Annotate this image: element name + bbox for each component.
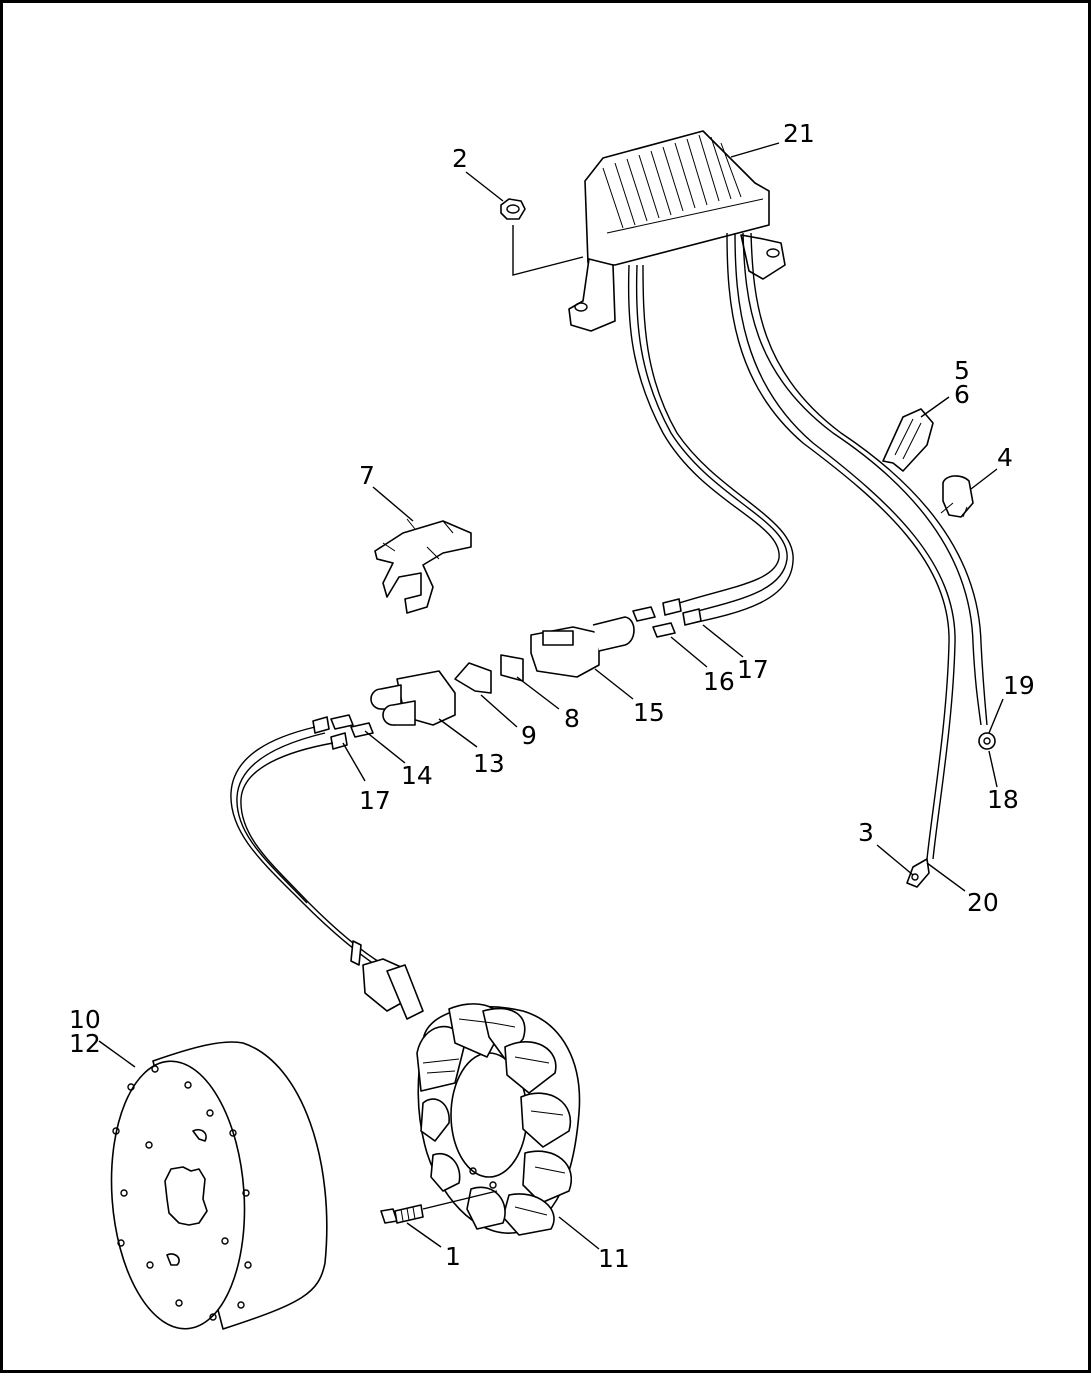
stator-wiring [230, 726, 424, 1020]
callout-16: 16 [703, 667, 735, 696]
leader-lines [98, 142, 1004, 1250]
callout-21: 21 [783, 119, 815, 148]
cable-clip [882, 408, 934, 472]
callout-1: 1 [445, 1242, 461, 1271]
callout-5: 5 [954, 356, 970, 385]
voltage-regulator [568, 130, 786, 332]
callout-7: 7 [359, 461, 375, 490]
callout-15: 15 [633, 698, 665, 727]
wire-clamp [940, 475, 974, 518]
regulator-wiring [627, 232, 996, 888]
secondary-lock-8 [500, 654, 524, 682]
callout-13: 13 [473, 749, 505, 778]
callout-3: 3 [858, 818, 874, 847]
terminals-lower [312, 714, 374, 750]
callout-19: 19 [1003, 671, 1035, 700]
exploded-parts-diagram: 2 21 5 6 4 7 19 17 16 15 8 9 13 14 17 18… [69, 119, 1035, 1330]
stator [416, 1003, 581, 1236]
secondary-lock-9 [454, 662, 492, 694]
callout-14: 14 [401, 761, 433, 790]
callout-8: 8 [564, 704, 580, 733]
callout-12: 12 [69, 1029, 101, 1058]
callout-9: 9 [521, 721, 537, 750]
connector-housing-15 [530, 616, 635, 678]
rotor [110, 1041, 328, 1330]
callout-17-lower: 17 [359, 786, 391, 815]
bolt [380, 1190, 498, 1224]
terminals-upper [632, 598, 702, 638]
callout-17-upper: 17 [737, 655, 769, 684]
connector-retainer [374, 518, 472, 614]
callout-20: 20 [967, 888, 999, 917]
nut [500, 198, 584, 276]
callout-18: 18 [987, 785, 1019, 814]
callout-2: 2 [452, 144, 468, 173]
connector-housing-13 [370, 670, 456, 726]
callout-6: 6 [954, 380, 970, 409]
callout-10: 10 [69, 1005, 101, 1034]
callout-11: 11 [598, 1244, 630, 1273]
callout-4: 4 [997, 443, 1013, 472]
